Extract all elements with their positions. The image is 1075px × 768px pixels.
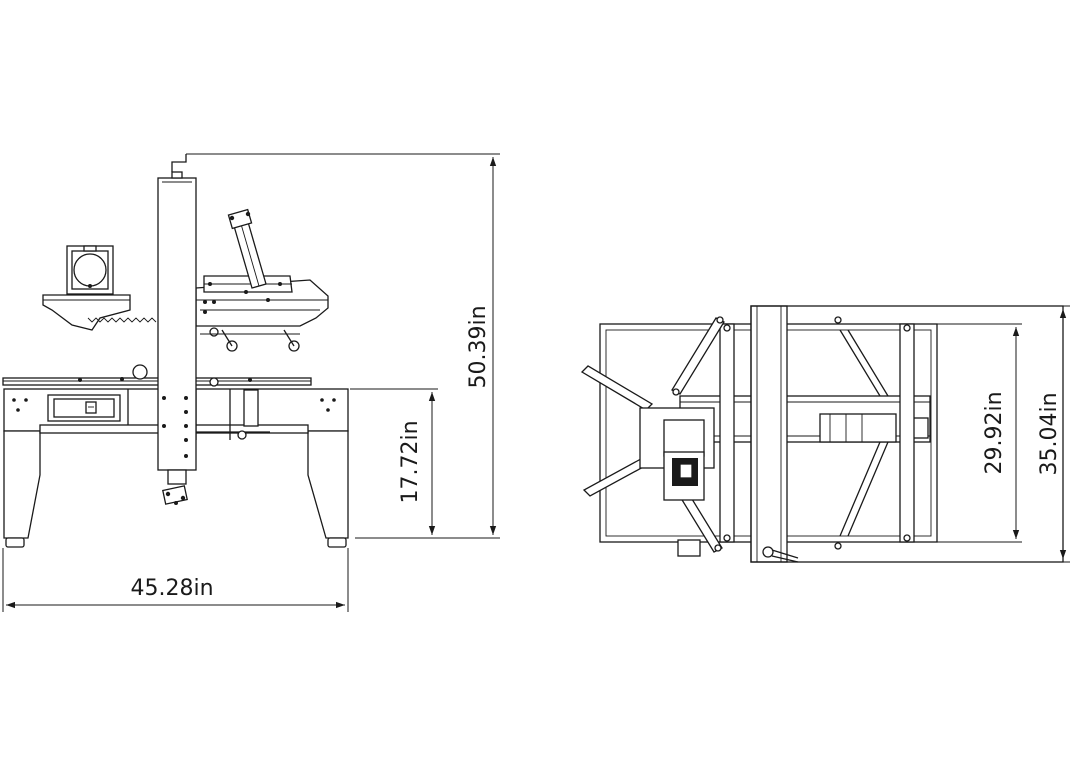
motor xyxy=(66,245,114,295)
dimension-inner-depth: 29.92in xyxy=(914,323,1022,543)
motor-top xyxy=(639,407,715,557)
dimension-label-overall-height: 50.39in xyxy=(466,305,491,388)
dimension-overall-depth: 35.04in xyxy=(1037,305,1070,563)
column xyxy=(157,154,216,505)
dimension-overall-height: 50.39in xyxy=(186,153,500,539)
dimension-label-overall-depth: 35.04in xyxy=(1037,392,1062,475)
tape-arm xyxy=(227,208,267,289)
dimension-label-table-height: 17.72in xyxy=(398,420,423,503)
dimension-label-overall-width: 45.28in xyxy=(130,576,213,601)
dimension-table-height: 17.72in xyxy=(350,388,438,535)
control-panel xyxy=(47,394,121,422)
dimension-overall-width: 45.28in xyxy=(2,548,349,612)
top-view: 29.92in 35.04in xyxy=(580,305,1070,563)
dimension-label-inner-depth: 29.92in xyxy=(982,391,1007,474)
front-view: 50.39in 17.72in 45.28in xyxy=(2,153,500,612)
top-head xyxy=(42,275,329,352)
